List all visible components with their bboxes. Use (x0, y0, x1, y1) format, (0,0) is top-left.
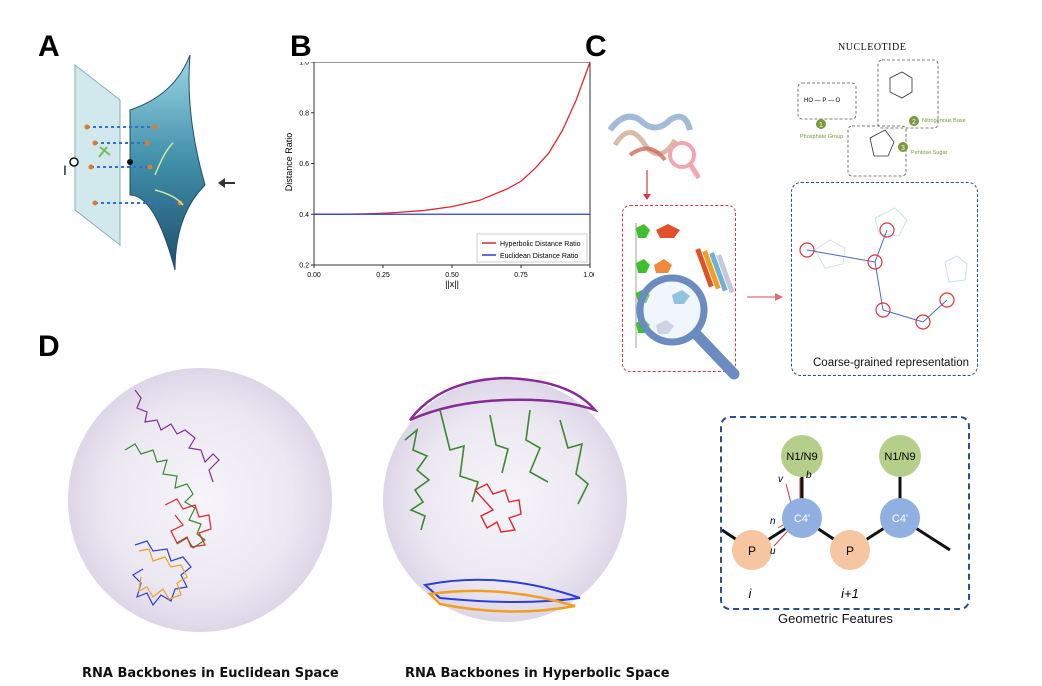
series-hyperbolic-line (314, 62, 591, 215)
y-tick-label: 0.2 (299, 263, 309, 270)
backbone-blue (132, 540, 192, 607)
magnifier-small-icon (668, 141, 696, 169)
svg-text:u: u (770, 546, 776, 557)
y-tick-label: 0.4 (299, 212, 309, 219)
svg-text:Nitrogenous Base: Nitrogenous Base (922, 118, 966, 124)
svg-text:v: v (778, 474, 784, 485)
euclidean-space-sphere (68, 368, 332, 632)
legend-hyperbolic: Hyperbolic Distance Ratio (500, 241, 581, 248)
n1n9-node-i1 (879, 435, 921, 477)
backbone-purple (134, 389, 220, 483)
arrow-left-icon (218, 178, 235, 188)
x-axis-label: ||x|| (445, 279, 459, 289)
nucleotide-zoom-box (622, 205, 736, 372)
hyperbolic-backbone-green (404, 409, 589, 531)
svg-text:P: P (846, 544, 854, 558)
base-stack-bars (695, 248, 735, 294)
x-tick-label: 0.75 (514, 272, 528, 279)
arrow-right-icon (747, 293, 783, 301)
magnifier-large-icon (636, 274, 740, 380)
svg-text:Pentose Sugar: Pentose Sugar (911, 150, 948, 156)
rna-structure-magnified (607, 113, 700, 200)
svg-text:1: 1 (819, 122, 823, 129)
svg-text:i+1: i+1 (841, 586, 859, 601)
coarse-grained-box (791, 182, 978, 376)
svg-text:3: 3 (901, 145, 905, 152)
geometric-features-diagram: N1/N9 N1/N9 C4' C4' P P v b n u i i+1 (722, 435, 951, 601)
panel-a-illustration (69, 55, 235, 271)
y-axis-label: Distance Ratio (284, 133, 294, 192)
hyperbolic-backbone-red (473, 483, 522, 533)
x-tick-label: 0.00 (307, 272, 321, 279)
axis-symbol: I (63, 162, 67, 178)
y-tick-label: 1.0 (299, 62, 309, 67)
p-node-i (732, 530, 772, 570)
svg-text:i: i (749, 586, 753, 601)
chart-legend: Hyperbolic Distance Ratio Euclidean Dist… (476, 233, 588, 263)
svg-text:Phosphate Group: Phosphate Group (800, 134, 843, 140)
svg-text:P: P (748, 544, 756, 558)
panel-label-a: A (38, 30, 60, 63)
distance-ratio-chart: 0.00 0.25 0.50 0.75 1.00 0.2 0.4 0.6 0.8 1.0 Dist… (284, 62, 594, 289)
svg-text:C4': C4' (794, 513, 810, 525)
geometric-features-box (720, 416, 970, 610)
nucleotide-schematic: HO — P — O 1 2 3 Phosphate Group Nitroge… (797, 59, 966, 177)
n1n9-node-i (781, 435, 823, 477)
panel-label-d: D (38, 330, 60, 363)
c4-node-i (782, 498, 822, 538)
svg-text:n: n (770, 516, 776, 527)
coarse-grained-diagram (799, 207, 968, 330)
y-tick-label: 0.8 (299, 110, 309, 117)
projection-lines (87, 126, 180, 204)
geometric-features-label: Geometric Features (778, 611, 893, 626)
legend-euclidean: Euclidean Distance Ratio (500, 253, 578, 260)
hyperbolic-space-sphere (383, 376, 627, 622)
svg-text:N1/N9: N1/N9 (884, 451, 915, 463)
hyperbolic-backbone-blue (422, 578, 581, 603)
nucleotide-title: NUCLEOTIDE (838, 42, 907, 53)
euclidean-plane (74, 63, 121, 247)
c4-node-i1 (880, 498, 920, 538)
coarse-grained-label: Coarse-grained representation (813, 357, 969, 369)
hyperbolic-backbone-orange (427, 589, 576, 613)
svg-text:N1/N9: N1/N9 (786, 451, 817, 463)
y-tick-label: 0.6 (299, 161, 309, 168)
backbone-red (164, 498, 212, 548)
backbone-orange (138, 548, 188, 600)
hyperbolic-backbone-purple (409, 376, 599, 422)
x-tick-label: 1.00 (583, 272, 594, 279)
projection-points (69, 124, 183, 206)
nucleotide-chain (635, 223, 740, 380)
panel-label-c: C (585, 30, 607, 63)
panel-label-b: B (290, 30, 312, 63)
svg-text:b: b (806, 470, 812, 481)
p-node-i1 (830, 530, 870, 570)
svg-text:HO — P — O: HO — P — O (804, 98, 841, 104)
backbone-green (124, 443, 207, 549)
hyperbolic-surface (129, 55, 206, 271)
svg-text:C4': C4' (892, 513, 908, 525)
svg-text:2: 2 (912, 119, 916, 126)
x-tick-label: 0.50 (445, 272, 459, 279)
euclidean-caption: RNA Backbones in Euclidean Space (82, 666, 339, 681)
x-tick-label: 0.25 (376, 272, 390, 279)
hyperbolic-caption: RNA Backbones in Hyperbolic Space (405, 666, 670, 681)
